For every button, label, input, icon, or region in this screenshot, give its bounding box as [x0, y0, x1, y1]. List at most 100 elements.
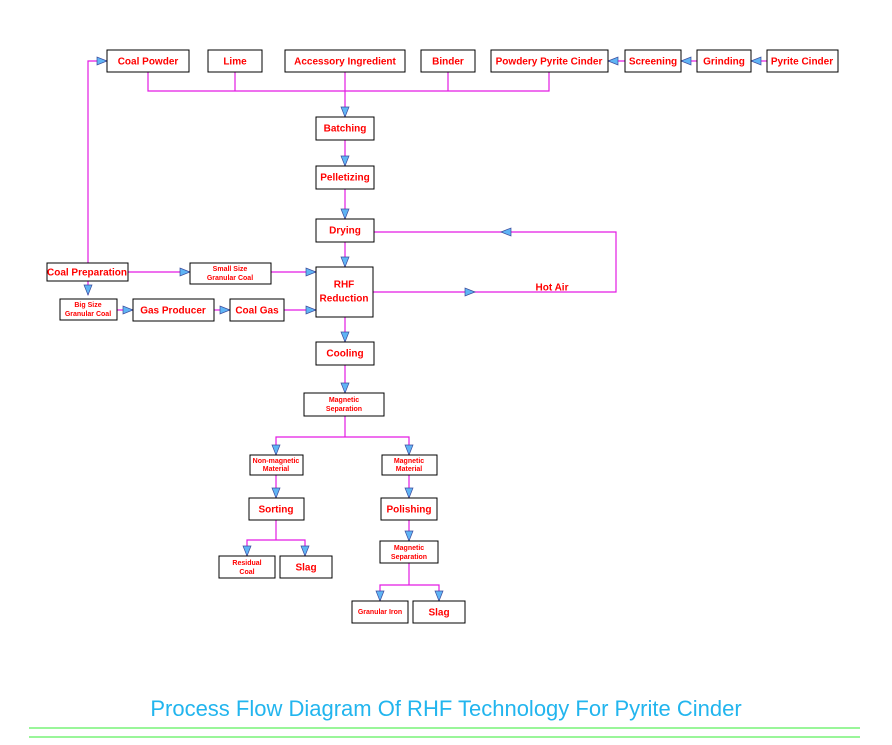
- arrow-into-gas-producer: [122, 305, 134, 315]
- mag-sep2-label-line2: Separation: [391, 554, 427, 561]
- arrow-into-mag-sep2: [404, 530, 414, 542]
- node-magnetic-separation: Magnetic Separation: [303, 392, 385, 417]
- node-polishing: Polishing: [380, 497, 438, 521]
- slag-left-label: Slag: [295, 563, 316, 574]
- arrow-into-non-magnetic: [271, 444, 281, 456]
- node-coal-powder: Coal Powder: [106, 49, 190, 73]
- node-magnetic-material: Magnetic Material: [381, 454, 438, 476]
- accessory-ingredient-label: Accessory Ingredient: [294, 57, 396, 68]
- node-big-size-granular-coal: Big Size Granular Coal: [59, 298, 118, 321]
- gas-producer-label: Gas Producer: [140, 306, 206, 317]
- mag-sep-label-line2: Separation: [326, 406, 362, 413]
- node-lime: Lime: [207, 49, 263, 73]
- polishing-label: Polishing: [387, 505, 432, 516]
- node-sorting: Sorting: [248, 497, 305, 521]
- node-non-magnetic-material: Non-magnetic Material: [249, 454, 304, 476]
- node-powdery-pyrite-cinder: Powdery Pyrite Cinder: [490, 49, 609, 73]
- node-screening: Screening: [624, 49, 682, 73]
- arrow-into-batching: [340, 106, 350, 118]
- grinding-label: Grinding: [703, 57, 745, 68]
- big-size-label-line1: Big Size: [74, 302, 101, 309]
- node-binder: Binder: [420, 49, 476, 73]
- rhf-label-line1: RHF: [334, 280, 355, 291]
- arrow-into-slag-left: [300, 545, 310, 557]
- connector-top-collector: [147, 72, 550, 117]
- node-rhf-reduction: RHF Reduction: [315, 266, 374, 318]
- screening-label: Screening: [629, 57, 677, 68]
- arrow-into-polishing: [404, 487, 414, 499]
- residual-coal-label-line1: Residual: [232, 560, 261, 567]
- node-granular-iron: Granular Iron: [351, 600, 409, 624]
- pyrite-cinder-label: Pyrite Cinder: [771, 57, 833, 68]
- magnetic-material-label-line1: Magnetic: [394, 458, 424, 465]
- big-size-label-line2: Granular Coal: [65, 311, 111, 318]
- node-drying: Drying: [315, 218, 375, 243]
- node-residual-coal: Residual Coal: [218, 555, 276, 579]
- arrow-into-coal-powder: [96, 56, 108, 66]
- residual-coal-label-line2: Coal: [239, 569, 254, 576]
- arrow-into-residual-coal: [242, 545, 252, 557]
- drying-label: Drying: [329, 226, 361, 237]
- lime-label: Lime: [223, 57, 247, 68]
- connector-sorting-split: [246, 520, 306, 556]
- arrow-into-powdery: [607, 56, 619, 66]
- node-coal-preparation: Coal Preparation: [46, 262, 129, 282]
- powdery-pyrite-cinder-label: Powdery Pyrite Cinder: [496, 57, 603, 68]
- node-grinding: Grinding: [696, 49, 752, 73]
- arrow-into-magnetic-material: [404, 444, 414, 456]
- arrow-into-coal-gas: [219, 305, 231, 315]
- arrow-into-small-size: [179, 267, 191, 277]
- arrow-coal-gas-into-rhf: [305, 305, 317, 315]
- node-slag-left: Slag: [279, 555, 333, 579]
- pelletizing-label: Pelletizing: [320, 173, 369, 184]
- node-slag-right: Slag: [412, 600, 466, 624]
- arrow-into-screening: [680, 56, 692, 66]
- batching-label: Batching: [324, 124, 367, 135]
- arrowheads: [83, 56, 762, 602]
- node-coal-gas: Coal Gas: [229, 298, 285, 322]
- sorting-label: Sorting: [259, 505, 294, 516]
- arrow-hot-air-out: [464, 287, 476, 297]
- magnetic-material-label-line2: Material: [396, 466, 423, 473]
- arrow-into-cooling: [340, 331, 350, 343]
- arrow-into-sorting: [271, 487, 281, 499]
- node-small-size-granular-coal: Small Size Granular Coal: [189, 262, 272, 285]
- small-size-label-line2: Granular Coal: [207, 275, 253, 282]
- small-size-label-line1: Small Size: [213, 266, 248, 273]
- arrow-into-drying: [340, 208, 350, 220]
- diagram-title: Process Flow Diagram Of RHF Technology F…: [150, 696, 741, 721]
- node-pelletizing: Pelletizing: [315, 165, 375, 190]
- hot-air-label: Hot Air: [536, 283, 569, 294]
- arrow-hot-air-return: [500, 227, 512, 237]
- node-cooling: Cooling: [315, 341, 375, 366]
- node-magnetic-separation-2: Magnetic Separation: [379, 540, 439, 564]
- connector-hot-air-loop: [373, 231, 617, 293]
- arrow-into-slag-right: [434, 590, 444, 602]
- arrow-into-pelletizing: [340, 155, 350, 167]
- arrow-into-granular-iron: [375, 590, 385, 602]
- connector-mag-sep2-split: [379, 563, 440, 601]
- node-gas-producer: Gas Producer: [132, 298, 215, 322]
- arrow-into-grinding: [750, 56, 762, 66]
- binder-label: Binder: [432, 57, 464, 68]
- non-magnetic-label-line1: Non-magnetic: [253, 458, 300, 465]
- arrow-into-mag-sep: [340, 382, 350, 394]
- non-magnetic-label-line2: Material: [263, 466, 290, 473]
- arrow-into-rhf-top: [340, 256, 350, 268]
- mag-sep-label-line1: Magnetic: [329, 397, 359, 404]
- connector-coal-prep-to-coal-powder: [87, 60, 107, 265]
- mag-sep2-label-line1: Magnetic: [394, 545, 424, 552]
- coal-gas-label: Coal Gas: [235, 306, 279, 317]
- cooling-label: Cooling: [326, 349, 363, 360]
- connector-mag-sep-split: [275, 416, 410, 455]
- coal-powder-label: Coal Powder: [118, 57, 179, 68]
- granular-iron-label: Granular Iron: [358, 609, 402, 616]
- node-pyrite-cinder: Pyrite Cinder: [766, 49, 839, 73]
- node-accessory-ingredient: Accessory Ingredient: [284, 49, 406, 73]
- coal-preparation-label: Coal Preparation: [47, 268, 127, 279]
- arrow-into-big-size: [83, 284, 93, 296]
- rhf-label-line2: Reduction: [320, 294, 369, 305]
- node-batching: Batching: [315, 116, 375, 141]
- arrow-small-size-into-rhf: [305, 267, 317, 277]
